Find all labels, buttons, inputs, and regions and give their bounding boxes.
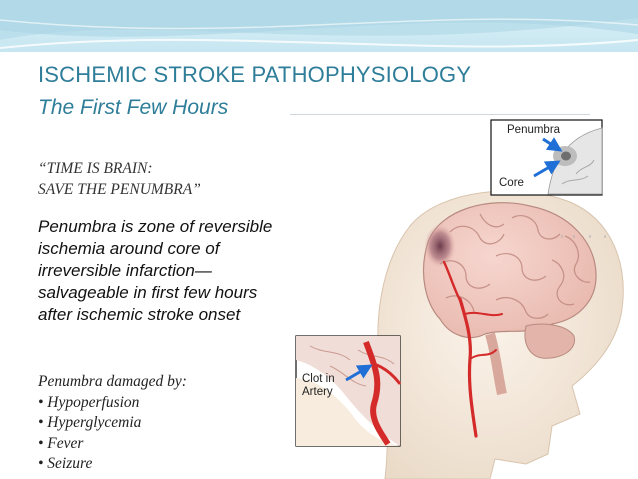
slide-title: ISCHEMIC STROKE PATHOPHYSIOLOGY (38, 62, 472, 87)
damage-item: • Fever (38, 434, 84, 452)
quote-block: “TIME IS BRAIN: SAVE THE PENUMBRA” (38, 158, 201, 200)
damage-item: • Hyperglycemia (38, 414, 142, 431)
title-divider (290, 114, 590, 115)
damage-heading: Penumbra damaged by: (38, 373, 187, 390)
core-region (561, 151, 571, 161)
penumbra-definition: Penumbra is zone of reversible ischemia … (38, 217, 273, 324)
penumbra-label: Penumbra (507, 124, 561, 137)
stroke-illustration (295, 119, 624, 479)
damage-item: • Seizure (38, 455, 93, 472)
slide-subtitle: The First Few Hours (38, 96, 229, 119)
core-label: Core (499, 177, 524, 190)
quote-line: SAVE THE PENUMBRA” (38, 181, 201, 198)
damage-item: • Hypoperfusion (38, 393, 140, 411)
infarct-core (424, 224, 456, 268)
clot-label: Clot in Artery (302, 373, 335, 399)
brain (422, 202, 597, 339)
clot-label-line: Artery (302, 386, 333, 398)
clot-label-line: Clot in (302, 373, 335, 385)
header-banner (0, 0, 638, 52)
quote-line: “TIME IS BRAIN: (38, 160, 153, 177)
clot-artery (363, 340, 391, 446)
damage-list: Penumbra damaged by: • Hypoperfusion • H… (38, 372, 187, 475)
